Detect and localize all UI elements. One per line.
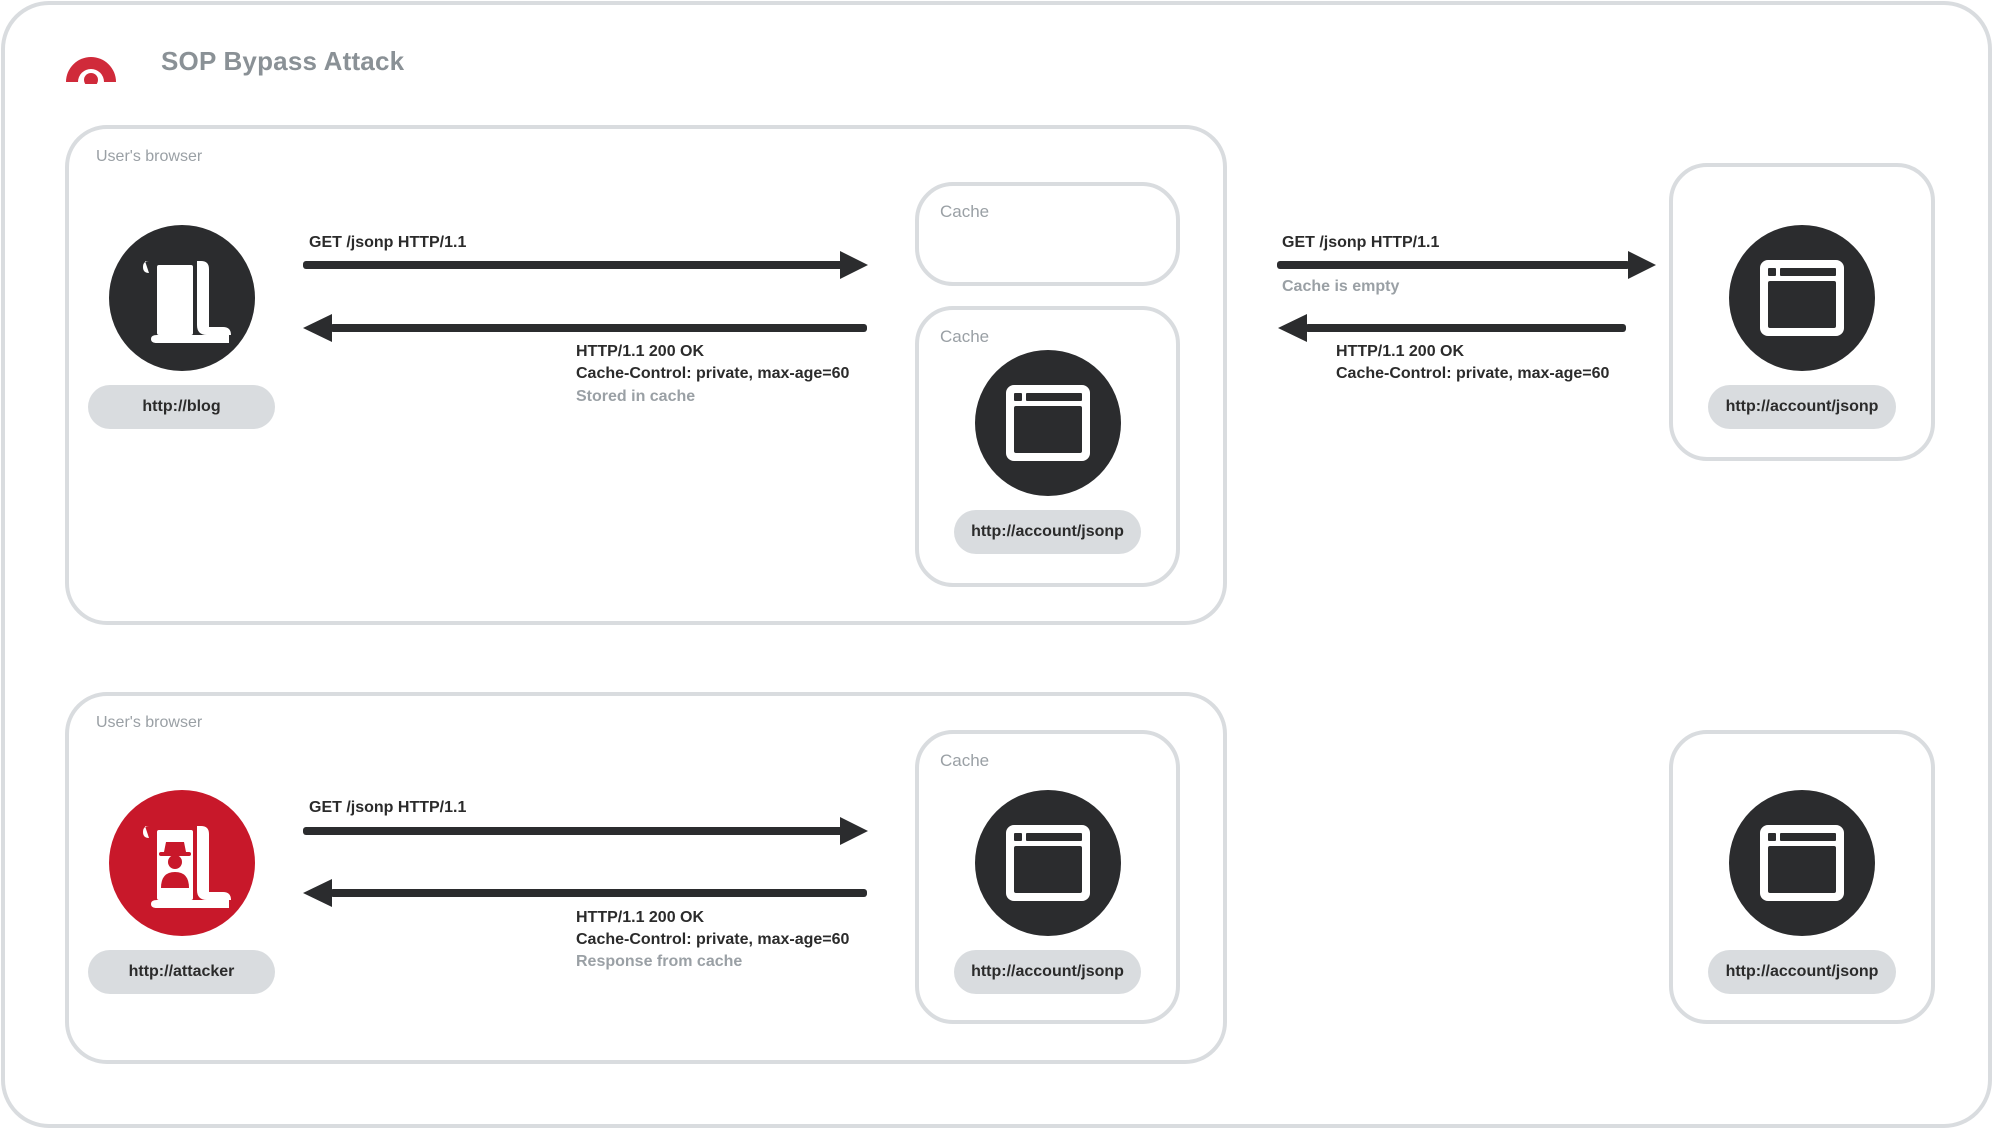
bottom-cache-url-pill: http://account/jsonp [954,950,1141,994]
bottom-cache-label: Cache [940,751,990,770]
bottom-request-arrow [303,827,843,835]
browser-window-icon [1006,385,1090,461]
top-server-node [1729,225,1875,371]
top-browser-label: User's browser [96,148,203,165]
bottom-cache-node [975,790,1121,936]
bottom-response-header: Cache-Control: private, max-age=60 [576,931,850,948]
attacker-url-pill: http://attacker [88,950,275,994]
bottom-server-url-pill: http://account/jsonp [1708,950,1896,994]
top-response-header: Cache-Control: private, max-age=60 [576,365,850,382]
bottom-response-arrow [330,889,867,897]
external-request-arrow [1277,261,1630,269]
external-response-status: HTTP/1.1 200 OK [1336,343,1465,360]
top-response-note: Stored in cache [576,388,696,405]
external-response-header: Cache-Control: private, max-age=60 [1336,365,1610,382]
top-request-arrowhead [840,251,868,279]
top-response-status: HTTP/1.1 200 OK [576,343,705,360]
empty-cache-label: Cache [940,202,990,221]
top-server-url-pill: http://account/jsonp [1708,385,1896,429]
top-cache-node [975,350,1121,496]
external-request-label: GET /jsonp HTTP/1.1 [1282,234,1440,251]
top-request-label: GET /jsonp HTTP/1.1 [309,234,467,251]
blog-url-pill: http://blog [88,385,275,429]
document-scroll-icon [143,261,231,343]
filled-cache-label: Cache [940,327,990,346]
cache-empty-note: Cache is empty [1282,278,1400,295]
blog-client-node [109,225,255,371]
external-response-arrowhead [1278,314,1307,342]
bottom-server-node [1729,790,1875,936]
top-response-arrowhead [303,314,332,342]
external-response-arrow [1305,324,1626,332]
page-title: SOP Bypass Attack [161,46,405,76]
top-cache-url-pill: http://account/jsonp [954,510,1141,554]
top-response-arrow [330,324,867,332]
top-request-arrow [303,261,843,269]
spy-document-icon [143,826,231,908]
attacker-client-node [109,790,255,936]
logo-icon [66,56,116,84]
browser-window-icon [1760,825,1844,901]
external-request-arrowhead [1628,251,1656,279]
bottom-response-arrowhead [303,879,332,907]
bottom-response-status: HTTP/1.1 200 OK [576,909,705,926]
browser-window-icon [1760,260,1844,336]
bottom-request-label: GET /jsonp HTTP/1.1 [309,799,467,816]
bottom-response-note: Response from cache [576,953,743,970]
browser-window-icon [1006,825,1090,901]
bottom-browser-label: User's browser [96,714,203,731]
empty-cache-box [915,182,1180,286]
bottom-request-arrowhead [840,817,868,845]
